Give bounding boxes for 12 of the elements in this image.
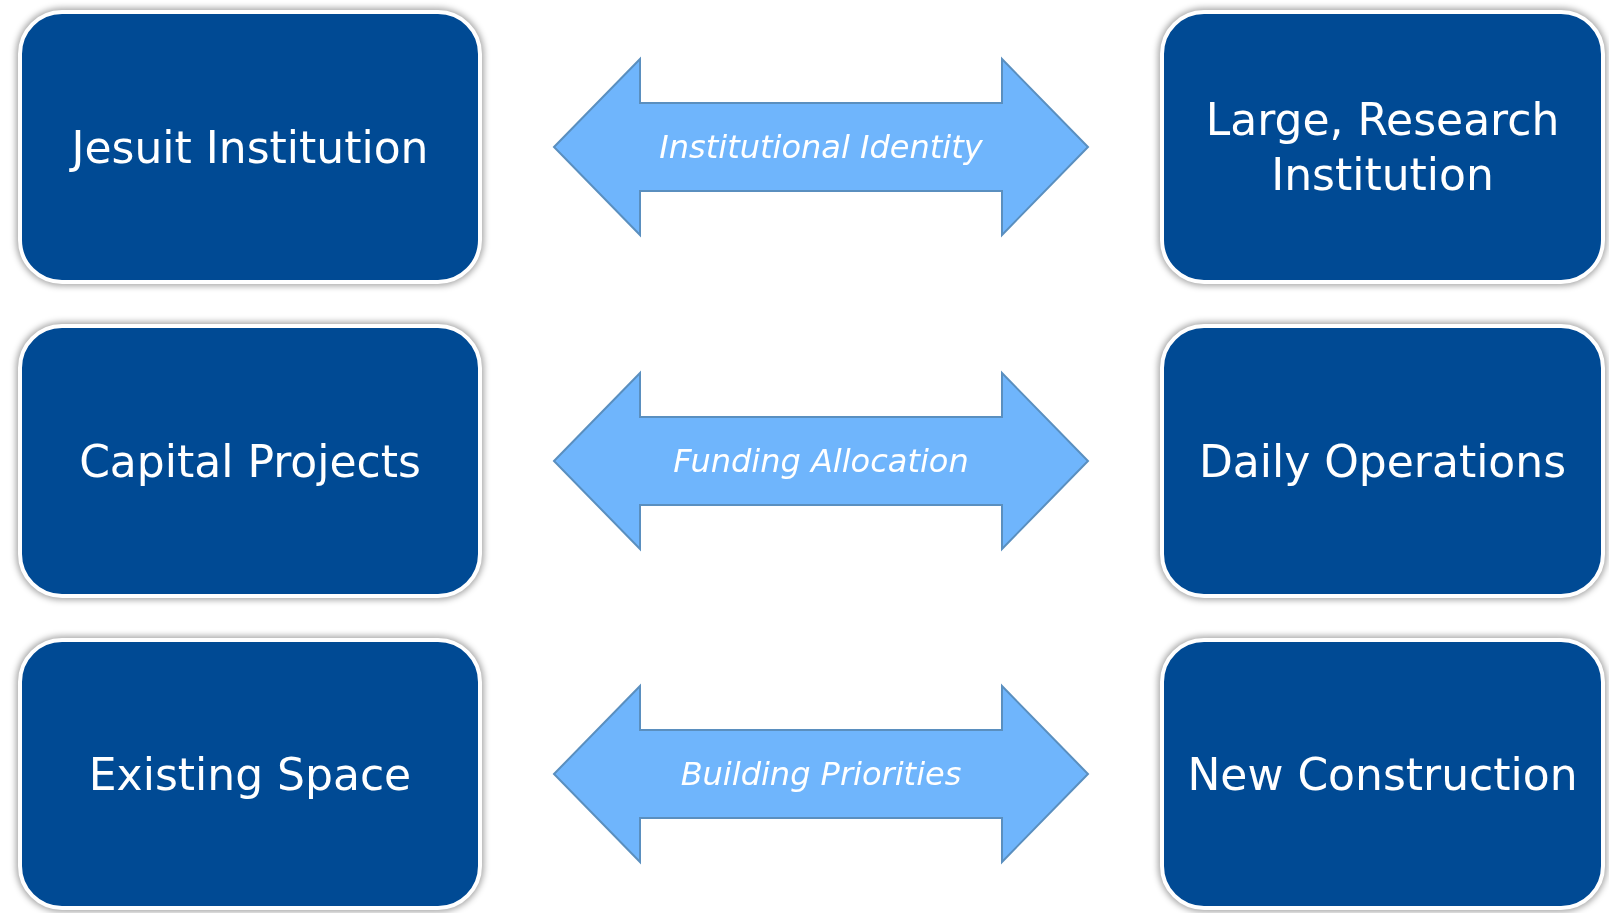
double-arrow — [552, 683, 1090, 865]
box-label: Existing Space — [87, 747, 413, 802]
edge-label: Institutional Identity — [659, 128, 983, 166]
box-label: Jesuit Institution — [68, 120, 430, 175]
double-arrow — [552, 56, 1090, 238]
box-label: Daily Operations — [1197, 434, 1568, 489]
box-label: Capital Projects — [78, 434, 422, 489]
box-label: New Construction — [1186, 747, 1579, 802]
edge-label: Building Priorities — [680, 755, 962, 793]
double-arrow — [552, 370, 1090, 552]
edge-label: Funding Allocation — [673, 442, 969, 480]
box-label: Large, Research Institution — [1204, 93, 1561, 202]
